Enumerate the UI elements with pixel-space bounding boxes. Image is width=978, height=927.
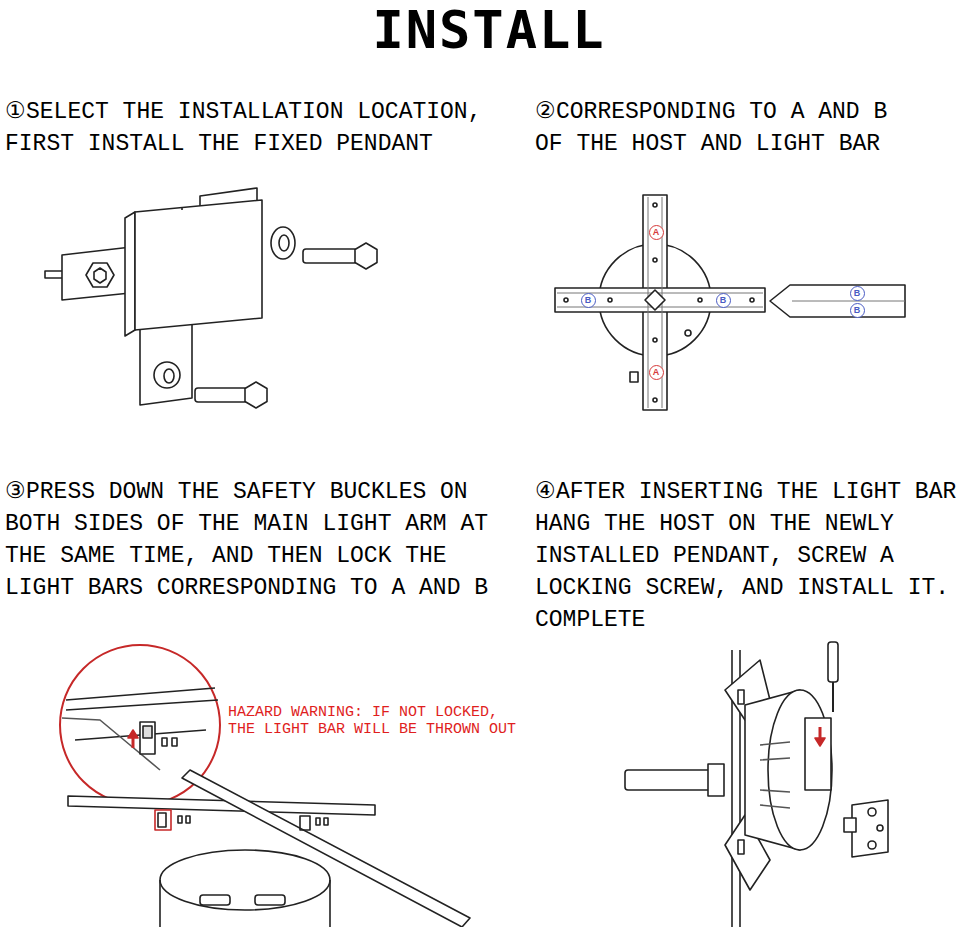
marker-circle: B — [850, 286, 865, 301]
marker-letter: B — [854, 305, 861, 315]
marker-circle: B — [716, 293, 731, 308]
marker-letter: B — [854, 288, 861, 298]
pendant-bracket-part — [86, 263, 114, 287]
zoom-detail-part — [62, 718, 160, 770]
host-cross-part — [750, 298, 754, 302]
pendant-bracket-small-part — [868, 808, 876, 816]
zoom-detail-part — [143, 726, 152, 738]
marker-circle: B — [850, 303, 865, 318]
host-cross-part — [653, 398, 657, 402]
host-cross-part — [630, 372, 638, 382]
hazard-warning: HAZARD WARNING: IF NOT LOCKED, THE LIGHT… — [228, 704, 523, 738]
host-cross-part — [643, 195, 667, 410]
host-cross-part — [555, 288, 765, 312]
host-cross-part — [685, 330, 691, 336]
host-cross-part — [608, 298, 612, 302]
light-bar — [770, 285, 905, 317]
host-with-light-bars-part — [200, 895, 230, 905]
host-cross-part — [698, 298, 702, 302]
pendant-bracket-small-part — [852, 800, 888, 857]
host-on-pendant-part — [815, 738, 825, 746]
host-with-light-bars-part — [300, 816, 310, 830]
host-on-pendant — [625, 660, 832, 890]
pendant-bracket-small-part — [844, 818, 856, 832]
washer — [271, 227, 295, 259]
marker-circle: A — [649, 365, 664, 380]
zoom-detail-part — [162, 738, 167, 746]
bolt-part — [355, 243, 377, 269]
zoom-detail-part — [140, 722, 155, 754]
host-cross-part — [653, 203, 657, 207]
host-cross-part — [653, 338, 657, 342]
marker-letter: B — [585, 295, 592, 305]
host-cross-part — [645, 290, 665, 310]
host-on-pendant-part — [805, 718, 831, 790]
marker-circle: A — [649, 225, 664, 240]
light-bar-part — [770, 285, 905, 317]
host-with-light-bars-part — [324, 818, 328, 825]
zoom-detail-part — [128, 730, 138, 738]
marker-circle: B — [581, 293, 596, 308]
zoom-detail-part — [66, 688, 215, 700]
host-cross — [555, 195, 765, 410]
pendant-bracket-part — [140, 320, 192, 405]
host-with-light-bars-part — [160, 880, 330, 927]
host-cross-part — [653, 258, 657, 262]
host-on-pendant-part — [625, 770, 720, 790]
pendant-bracket-part — [181, 208, 183, 210]
pendant-bracket-part — [135, 200, 262, 330]
zoom-detail-part — [66, 700, 218, 710]
host-with-light-bars-part — [155, 810, 171, 830]
step-instruction: ①SELECT THE INSTALLATION LOCATION, FIRST… — [5, 96, 505, 160]
bolt-part — [303, 249, 357, 263]
host-on-pendant-part — [768, 690, 832, 850]
screwdriver-part — [828, 642, 838, 682]
host-with-light-bars-part — [316, 818, 320, 825]
step-instruction: ④AFTER INSERTING THE LIGHT BAR HANG THE … — [535, 476, 975, 636]
washer-part — [271, 227, 295, 259]
step-instruction: ②CORRESPONDING TO A AND B OF THE HOST AN… — [535, 96, 915, 160]
host-on-pendant-part — [738, 690, 744, 704]
zoom-detail-part — [172, 738, 177, 746]
host-with-light-bars-part — [160, 850, 330, 910]
marker-letter: A — [653, 227, 660, 237]
pendant-bracket-small — [844, 800, 888, 857]
step-instruction: ③PRESS DOWN THE SAFETY BUCKLES ON BOTH S… — [5, 476, 505, 604]
host-with-light-bars — [68, 770, 470, 927]
host-with-light-bars-part — [255, 895, 285, 905]
pendant-bracket-part — [125, 212, 135, 336]
pendant-bracket-small-part — [877, 825, 883, 831]
marker-letter: B — [720, 295, 727, 305]
host-cross-part — [564, 298, 568, 302]
light-bar-part — [792, 301, 905, 302]
bolt-part — [195, 388, 247, 402]
screwdriver — [828, 642, 838, 712]
page-title: INSTALL — [0, 0, 978, 60]
host-with-light-bars-part — [186, 816, 190, 823]
host-on-pendant-part — [708, 764, 724, 796]
host-on-pendant-part — [760, 742, 790, 808]
washer-part — [279, 235, 289, 251]
bolt-part — [245, 382, 267, 408]
pendant-bracket-part — [164, 369, 174, 383]
pendant-bracket — [45, 188, 262, 405]
host-on-pendant-part — [738, 840, 744, 854]
marker-letter: A — [653, 367, 660, 377]
host-with-light-bars-part — [178, 816, 182, 823]
pendant-bracket-part — [154, 362, 180, 388]
screwdriver-part — [832, 682, 834, 712]
pendant-bracket-part — [94, 268, 106, 283]
pendant-bracket-small-part — [868, 841, 876, 849]
host-with-light-bars-part — [158, 813, 166, 827]
bolt — [195, 243, 377, 408]
